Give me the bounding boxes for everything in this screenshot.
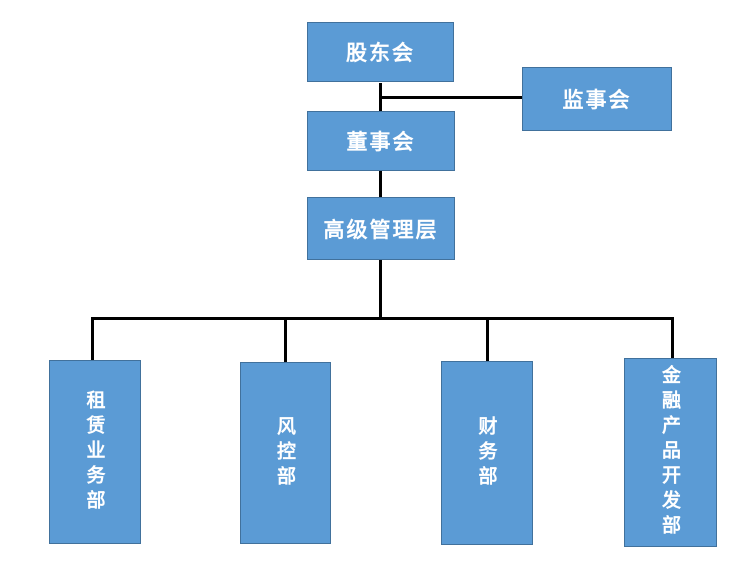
connector-drop-product-dev (671, 317, 674, 358)
node-financial-product-dev-dept: 金融产品开发部 (624, 358, 717, 547)
connector-drop-leasing (91, 317, 94, 360)
connector-board-senior-management (379, 171, 382, 197)
node-shareholders-meeting: 股东会 (307, 22, 454, 82)
connector-senior-management-bus (379, 260, 382, 320)
node-supervisory-board: 监事会 (522, 67, 672, 131)
connector-shareholders-supervisory (379, 96, 522, 99)
node-leasing-business-dept: 租赁业务部 (49, 360, 141, 544)
node-board-of-directors: 董事会 (307, 111, 455, 171)
node-risk-control-dept: 风控部 (240, 362, 331, 544)
connector-bus-horizontal (91, 317, 674, 320)
node-senior-management: 高级管理层 (307, 197, 455, 260)
connector-drop-risk-control (284, 317, 287, 362)
node-finance-dept: 财务部 (441, 361, 533, 545)
connector-drop-finance (486, 317, 489, 361)
